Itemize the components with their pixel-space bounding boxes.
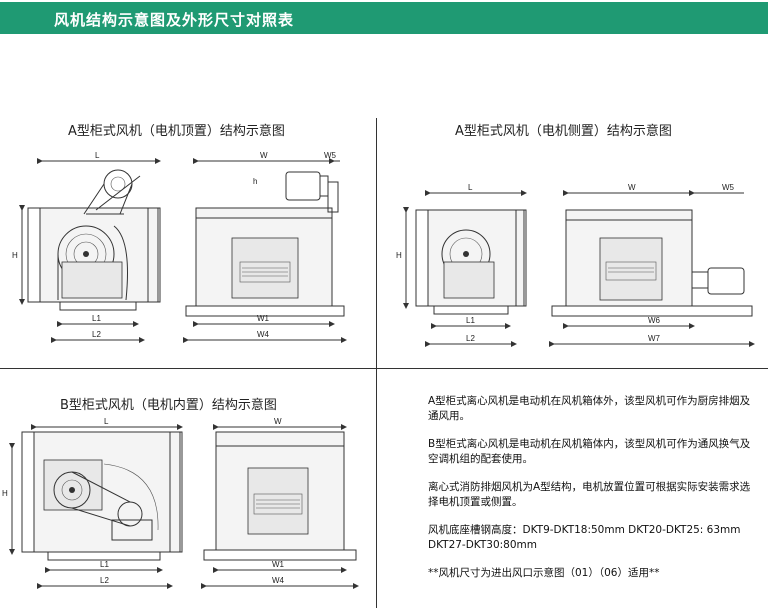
a-side-side-view: W W5 W6 W7 (549, 183, 755, 347)
dim-label-W7: W7 (648, 334, 661, 343)
dim-label-h: h (253, 177, 257, 186)
note-applicability: **风机尺寸为进出风口示意图（01）（06）适用** (428, 567, 660, 579)
dim-label-W5: W5 (324, 151, 337, 160)
a-top-side-view: W W5 h W1 W4 (183, 151, 347, 343)
b-inner-front-view: L H L1 L2 (2, 417, 183, 589)
dim-label-L2-b: L2 (100, 576, 109, 585)
header-banner: 风机结构示意图及外形尺寸对照表 (0, 2, 768, 34)
dim-label-W-side: W (628, 183, 636, 192)
vertical-divider (376, 118, 377, 608)
note-fire-exhaust: 离心式消防排烟风机为A型结构，电机放置位置可根据实际安装需求选择电机顶置或侧置。 (428, 481, 751, 508)
page-title: 风机结构示意图及外形尺寸对照表 (54, 11, 295, 29)
dim-label-W5-side: W5 (722, 183, 735, 192)
dim-label-L1: L1 (92, 314, 101, 323)
dim-label-H-b: H (2, 489, 8, 498)
section-title-a-top: A型柜式风机（电机顶置）结构示意图 (68, 124, 285, 139)
note-type-a: A型柜式离心风机是电动机在风机箱体外，该型风机可作为厨房排烟及通风用。 (428, 395, 751, 422)
dim-label-L1-b: L1 (100, 560, 109, 569)
dim-label-L: L (95, 151, 100, 160)
dim-label-W4: W4 (257, 330, 270, 339)
dim-label-L-b: L (104, 417, 109, 426)
a-side-front-view: L H L1 L2 (396, 183, 527, 347)
dim-label-H: H (12, 251, 18, 260)
dim-label-W1-b: W1 (272, 560, 285, 569)
dim-label-W4-b: W4 (272, 576, 285, 585)
dim-label-H-side: H (396, 251, 402, 260)
a-top-front-view: L H L1 L2 (12, 151, 161, 343)
note-base-channel: 风机底座槽钢高度：DKT9-DKT18:50mm DKT20-DKT25: 63… (428, 524, 741, 551)
horizontal-divider (0, 368, 768, 369)
dim-label-L-side: L (468, 183, 473, 192)
b-inner-side-view: W W1 W4 (201, 417, 359, 589)
dim-label-L2-side: L2 (466, 334, 475, 343)
dim-label-L1-side: L1 (466, 316, 475, 325)
dim-label-L2: L2 (92, 330, 101, 339)
dim-label-W-b: W (274, 417, 282, 426)
section-title-b-inner: B型柜式风机（电机内置）结构示意图 (60, 398, 277, 413)
section-title-a-side: A型柜式风机（电机侧置）结构示意图 (455, 124, 672, 139)
dim-label-W: W (260, 151, 268, 160)
note-type-b: B型柜式离心风机是电动机在风机箱体内，该型风机可作为通风换气及空调机组的配套使用… (428, 438, 751, 465)
dim-label-W1: W1 (257, 314, 270, 323)
dim-label-W6: W6 (648, 316, 661, 325)
notes-panel: A型柜式离心风机是电动机在风机箱体外，该型风机可作为厨房排烟及通风用。 B型柜式… (428, 394, 758, 594)
